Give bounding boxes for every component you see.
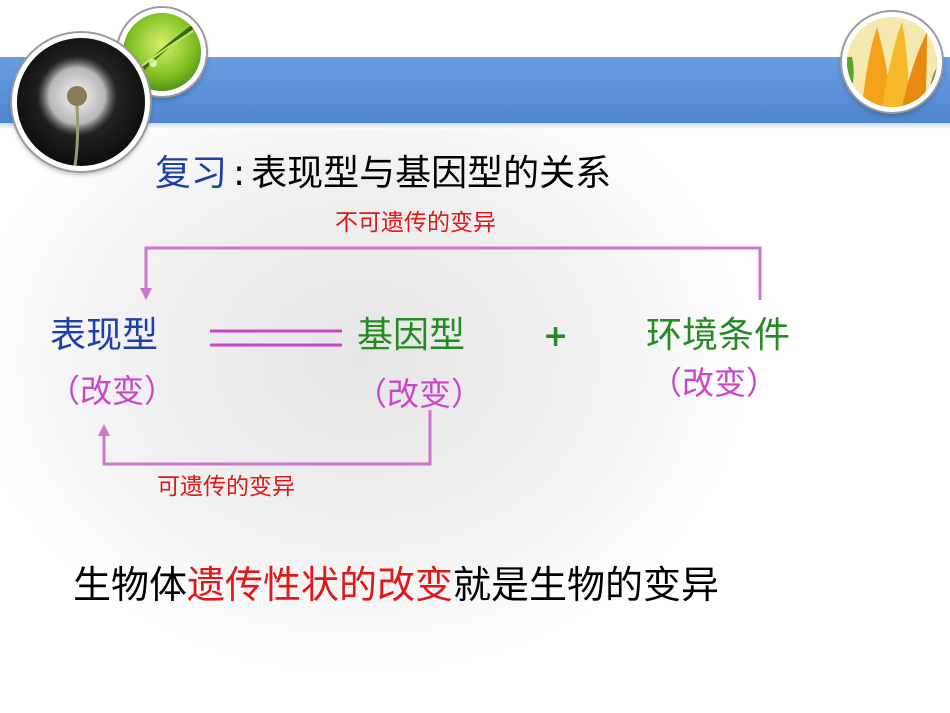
top-arrowhead	[140, 288, 152, 300]
title-colon: :	[233, 153, 246, 194]
phenotype-label: 表现型	[50, 315, 159, 356]
genotype-label: 基因型	[357, 315, 466, 356]
header-banner-shadow	[0, 123, 950, 129]
conclusion-part2: 就是生物的变异	[453, 563, 720, 607]
heritable-variation-label: 可遗传的变异	[157, 474, 295, 500]
conclusion-highlight: 遗传性状的改变	[187, 563, 454, 607]
dandelion-photo	[12, 33, 150, 171]
title-prefix: 复习	[155, 153, 228, 194]
genotype-change: （改变）	[355, 375, 484, 413]
non-heritable-variation-label: 不可遗传的变异	[335, 210, 496, 236]
title-text: 表现型与基因型的关系	[251, 153, 612, 194]
tulip-photo	[842, 12, 942, 112]
bottom-arrowhead	[98, 424, 110, 436]
conclusion-part1: 生物体	[73, 563, 188, 607]
environment-change: （改变）	[650, 364, 779, 402]
conclusion-text: 生物体遗传性状的改变就是生物的变异	[73, 566, 719, 604]
top-bracket-line	[144, 246, 762, 300]
environment-label: 环境条件	[646, 315, 791, 356]
bottom-bracket-line	[102, 410, 432, 466]
phenotype-change: （改变）	[48, 372, 177, 410]
page-title: 复习:表现型与基因型的关系	[155, 156, 611, 192]
plus-sign: +	[543, 319, 569, 354]
